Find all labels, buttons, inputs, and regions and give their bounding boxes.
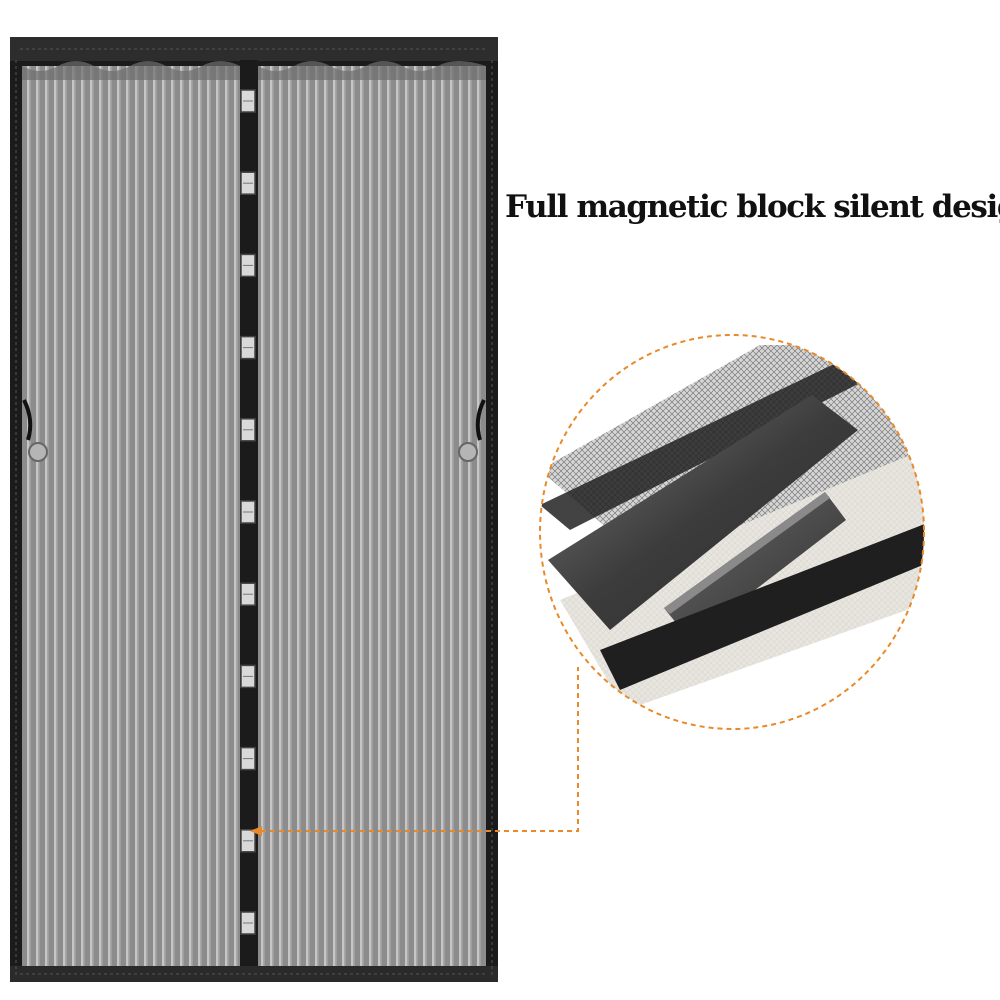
zoom-callout-icon: [539, 334, 925, 730]
magnet-strips: [240, 89, 256, 935]
tieback-icon: [22, 399, 48, 462]
tieback-icon: [458, 399, 486, 462]
left-mesh-panel: [22, 66, 240, 972]
headline-text: Full magnetic block silent design: [505, 189, 1000, 225]
screen-door-curtain: [10, 37, 498, 982]
right-mesh-panel: [258, 66, 486, 972]
zoom-callout-connector: [250, 667, 579, 836]
